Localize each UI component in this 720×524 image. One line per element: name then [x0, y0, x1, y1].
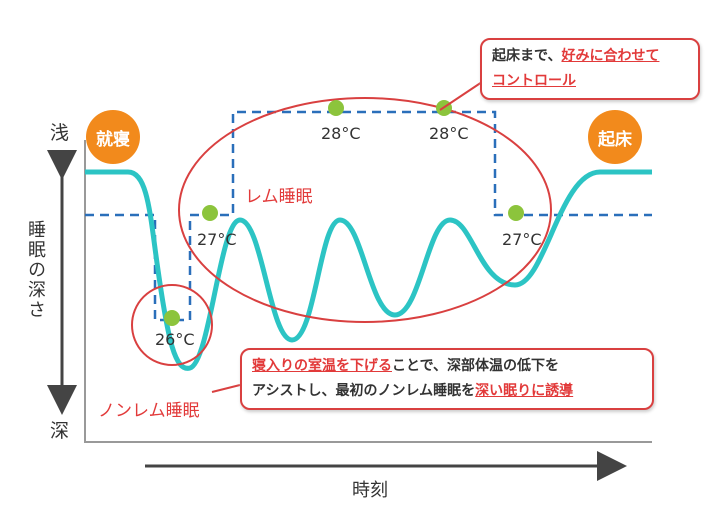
callout-highlight: 好みに合わせて [561, 48, 660, 64]
temp-label: 27°C [197, 230, 237, 249]
callout-bottom: 寝入りの室温を下げることで、深部体温の低下を アシストし、最初のノンレム睡眠を深… [240, 348, 654, 410]
callout-highlight: 寝入りの室温を下げる [252, 358, 392, 374]
temp-label: 26°C [155, 330, 195, 349]
temperature-dashed-line [85, 110, 652, 322]
nonrem-circle [131, 284, 213, 366]
temp-label: 28°C [321, 124, 361, 143]
wake-badge: 起床 [588, 110, 642, 164]
rem-ellipse [178, 97, 552, 323]
temp-dot [202, 205, 218, 221]
nonrem-label: ノンレム睡眠 [98, 401, 200, 421]
temp-label: 28°C [429, 124, 469, 143]
callout-highlight: 深い眠りに誘導 [475, 383, 574, 399]
temp-dot [164, 310, 180, 326]
temp-dot [508, 205, 524, 221]
callout-text: ことで、深部体温の低下を [392, 358, 560, 374]
callout-text: 起床まで、 [492, 48, 562, 64]
temp-label: 27°C [502, 230, 542, 249]
bedtime-badge: 就寝 [86, 110, 140, 164]
temp-dot [328, 100, 344, 116]
y-axis-label: 睡眠の深さ [25, 220, 46, 320]
callout-top: 起床まで、好みに合わせて コントロール [480, 38, 700, 100]
sleep-depth-curve [85, 169, 652, 371]
shallow-label: 浅 [50, 122, 70, 144]
rem-label: レム睡眠 [245, 187, 313, 207]
deep-label: 深 [50, 420, 70, 442]
x-axis-label: 時刻 [352, 480, 388, 501]
callout-pointer [211, 81, 483, 393]
callout-text: アシストし、最初のノンレム睡眠を [252, 383, 476, 399]
callout-highlight: コントロール [492, 73, 576, 89]
